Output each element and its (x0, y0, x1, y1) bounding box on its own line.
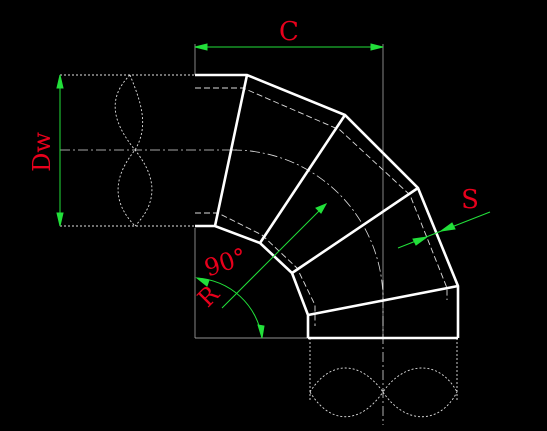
c-arrow-right (370, 43, 384, 51)
segment-joint-1 (213, 74, 249, 227)
segment-joint-4 (307, 284, 459, 317)
bottom-pipe-break (309, 338, 458, 417)
angle-arc-arrow-end (257, 324, 265, 339)
r-dimension-line (221, 203, 327, 309)
center-arc (231, 149, 384, 302)
s-arrow-inner (440, 222, 456, 232)
s-label: S (461, 185, 479, 215)
dimension-lines (56, 43, 491, 339)
dw-label: Dw (28, 132, 56, 172)
inner-wall-lines (195, 87, 448, 326)
left-break-curve-1 (114, 74, 153, 227)
dw-arrow-top (56, 74, 64, 89)
bottom-break-curve-1 (309, 367, 458, 393)
left-pipe-break (60, 74, 195, 227)
inner-contour (195, 224, 310, 338)
bottom-break-curve-2 (309, 391, 458, 417)
segment-joint-3 (291, 186, 419, 275)
outer-contour (195, 73, 460, 338)
elbow-outline (195, 73, 460, 340)
s-arrow-outer (412, 236, 428, 246)
angle-arc-arrow-start (195, 277, 210, 287)
inner-wall-inner-line (195, 212, 316, 326)
c-arrow-left (194, 43, 208, 51)
c-label: C (279, 17, 299, 47)
inner-wall-outer-line (195, 87, 448, 300)
center-lines (60, 149, 384, 425)
r-arrow (315, 203, 328, 214)
dw-arrow-bottom (56, 212, 64, 227)
segment-joint-2 (258, 114, 347, 244)
